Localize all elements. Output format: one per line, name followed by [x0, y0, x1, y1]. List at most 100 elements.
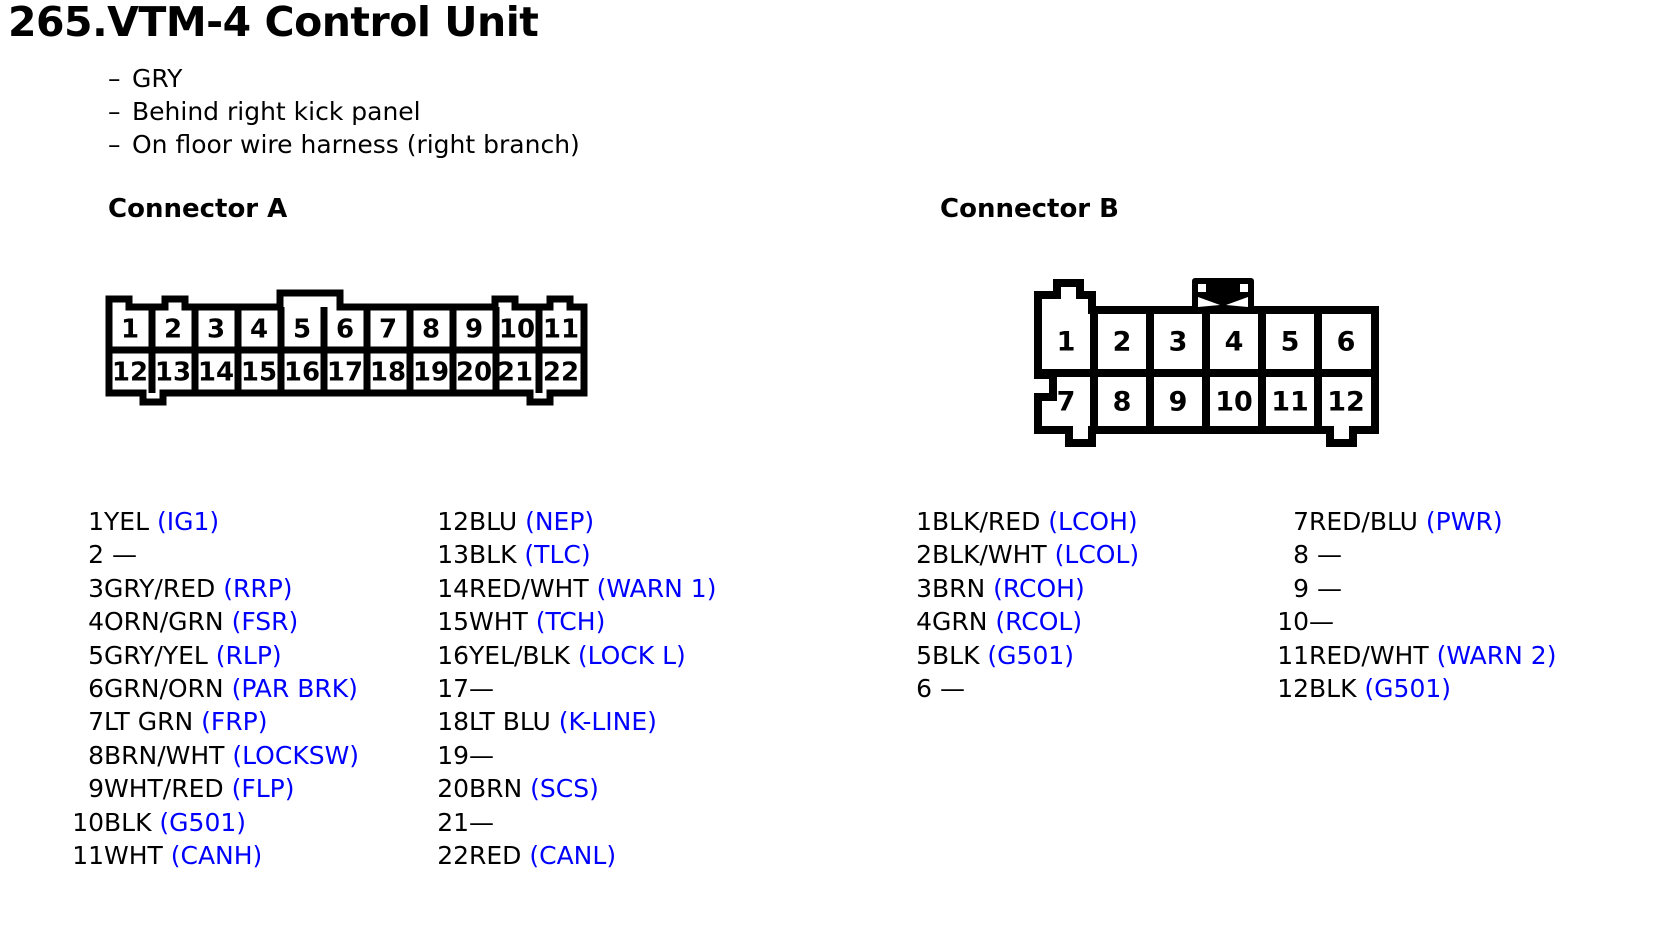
pin-wire-color: —	[469, 807, 494, 837]
pin-wire-color: BLK	[469, 540, 525, 570]
pin-wire-color: WHT/RED	[104, 774, 232, 804]
bullet-dash: –	[108, 130, 121, 159]
pin-number: 12	[437, 507, 469, 536]
pin-number: 14	[437, 573, 469, 603]
pin-number: 3	[88, 573, 104, 603]
bullet-text: Behind right kick panel	[132, 97, 421, 126]
pin-label: 3	[207, 315, 225, 345]
pin-number: 20	[437, 774, 469, 804]
pin-label: 7	[1057, 387, 1076, 418]
pin-label: 1	[1057, 327, 1076, 358]
bullet-item: – On floor wire harness (right branch)	[108, 128, 580, 161]
pin-wire-color: GRN	[932, 607, 996, 637]
pin-number: 9	[1293, 573, 1309, 603]
pin-number: 9	[88, 774, 104, 804]
pin-signal-name: (RCOL)	[995, 607, 1083, 637]
pin-wire-color: BLK/WHT	[932, 540, 1055, 570]
cell-dividers	[148, 307, 543, 393]
pin-signal-name: (LOCK L)	[577, 640, 686, 670]
pin-label: 13	[155, 358, 191, 388]
pin-wire-color: YEL/BLK	[469, 640, 578, 670]
pin-row: 6 —	[868, 672, 1139, 705]
connector-b-svg: 1 2 3 4 5 6 7 8 9 10 11 12	[1034, 278, 1379, 447]
page-title: 265.VTM-4 Control Unit	[8, 0, 539, 46]
pin-label: 4	[1225, 327, 1244, 358]
pin-wire-color: —	[1309, 540, 1342, 570]
pin-number: 4	[88, 607, 104, 637]
pin-signal-name: (TCH)	[535, 607, 606, 637]
pin-signal-name: (WARN 2)	[1436, 640, 1557, 670]
pin-wire-color: BLK	[932, 640, 988, 670]
bullet-text: GRY	[132, 64, 183, 93]
pin-wire-color: —	[469, 740, 494, 770]
pin-row: 19—	[405, 739, 716, 772]
pin-label: 10	[1215, 387, 1253, 418]
pin-number: 5	[88, 640, 104, 670]
pin-label: 8	[1113, 387, 1132, 418]
connector-b-key-tab-icon	[1192, 278, 1254, 311]
connector-b-bottom-pin-numbers: 7 8 9 10 11 12	[1057, 387, 1365, 418]
pin-label: 6	[336, 315, 354, 345]
pin-wire-color: BLU	[469, 507, 526, 536]
pin-number: 8	[88, 740, 104, 770]
pin-row: 9 —	[1245, 572, 1556, 605]
pin-row: 17—	[405, 672, 716, 705]
bullet-item: – Behind right kick panel	[108, 95, 580, 128]
pin-signal-name: (TLC)	[524, 540, 591, 570]
cell-dividers	[1090, 310, 1322, 430]
pin-signal-name: (G501)	[987, 640, 1075, 670]
pin-signal-name: (PAR BRK)	[231, 674, 358, 704]
pin-number: 10	[1277, 607, 1309, 637]
pin-label: 18	[370, 358, 406, 388]
pin-signal-name: (RCOH)	[993, 573, 1085, 603]
pin-signal-name: (LCOH)	[1048, 507, 1138, 536]
pin-number: 1	[916, 507, 932, 536]
pin-label: 12	[112, 358, 148, 388]
pin-wire-color: BRN	[932, 573, 994, 603]
pin-label: 22	[543, 358, 579, 388]
pin-label: 14	[198, 358, 234, 388]
pin-signal-name: (RRP)	[223, 573, 293, 603]
pin-wire-color: WHT	[104, 841, 171, 871]
pin-number: 22	[437, 841, 469, 871]
pin-label: 4	[250, 315, 268, 345]
connector-b-heading: Connector B	[940, 194, 1119, 224]
pin-number: 2	[916, 540, 932, 570]
pin-label: 19	[413, 358, 449, 388]
pin-label: 20	[456, 358, 492, 388]
pin-wire-color: —	[1309, 573, 1342, 603]
pin-row: 8 —	[1245, 538, 1556, 571]
pin-wire-color: BRN/WHT	[104, 740, 233, 770]
pin-number: 7	[88, 707, 104, 737]
pin-row: 10—	[1245, 605, 1556, 638]
pin-signal-name: (RLP)	[215, 640, 282, 670]
pin-signal-name: (LOCKSW)	[232, 740, 360, 770]
connector-a-svg: 1 2 3 4 5 6 7 8 9 10 11 12 13 14 15 16 1…	[105, 289, 588, 406]
pin-wire-color: RED/BLU	[1309, 507, 1426, 536]
pin-wire-color: GRN/ORN	[104, 674, 232, 704]
pin-label: 21	[497, 358, 533, 388]
pin-wire-color: GRY/RED	[104, 573, 224, 603]
connector-a-bottom-pin-numbers: 12 13 14 15 16 17 18 19 20 21 22	[112, 358, 579, 388]
pin-signal-name: (PWR)	[1425, 507, 1503, 536]
pin-wire-color: GRY/YEL	[104, 640, 216, 670]
pin-label: 5	[1281, 327, 1300, 358]
pin-wire-color: BLK	[104, 807, 160, 837]
pin-signal-name: (WARN 1)	[596, 573, 717, 603]
pin-wire-color: BLK	[1309, 674, 1365, 704]
